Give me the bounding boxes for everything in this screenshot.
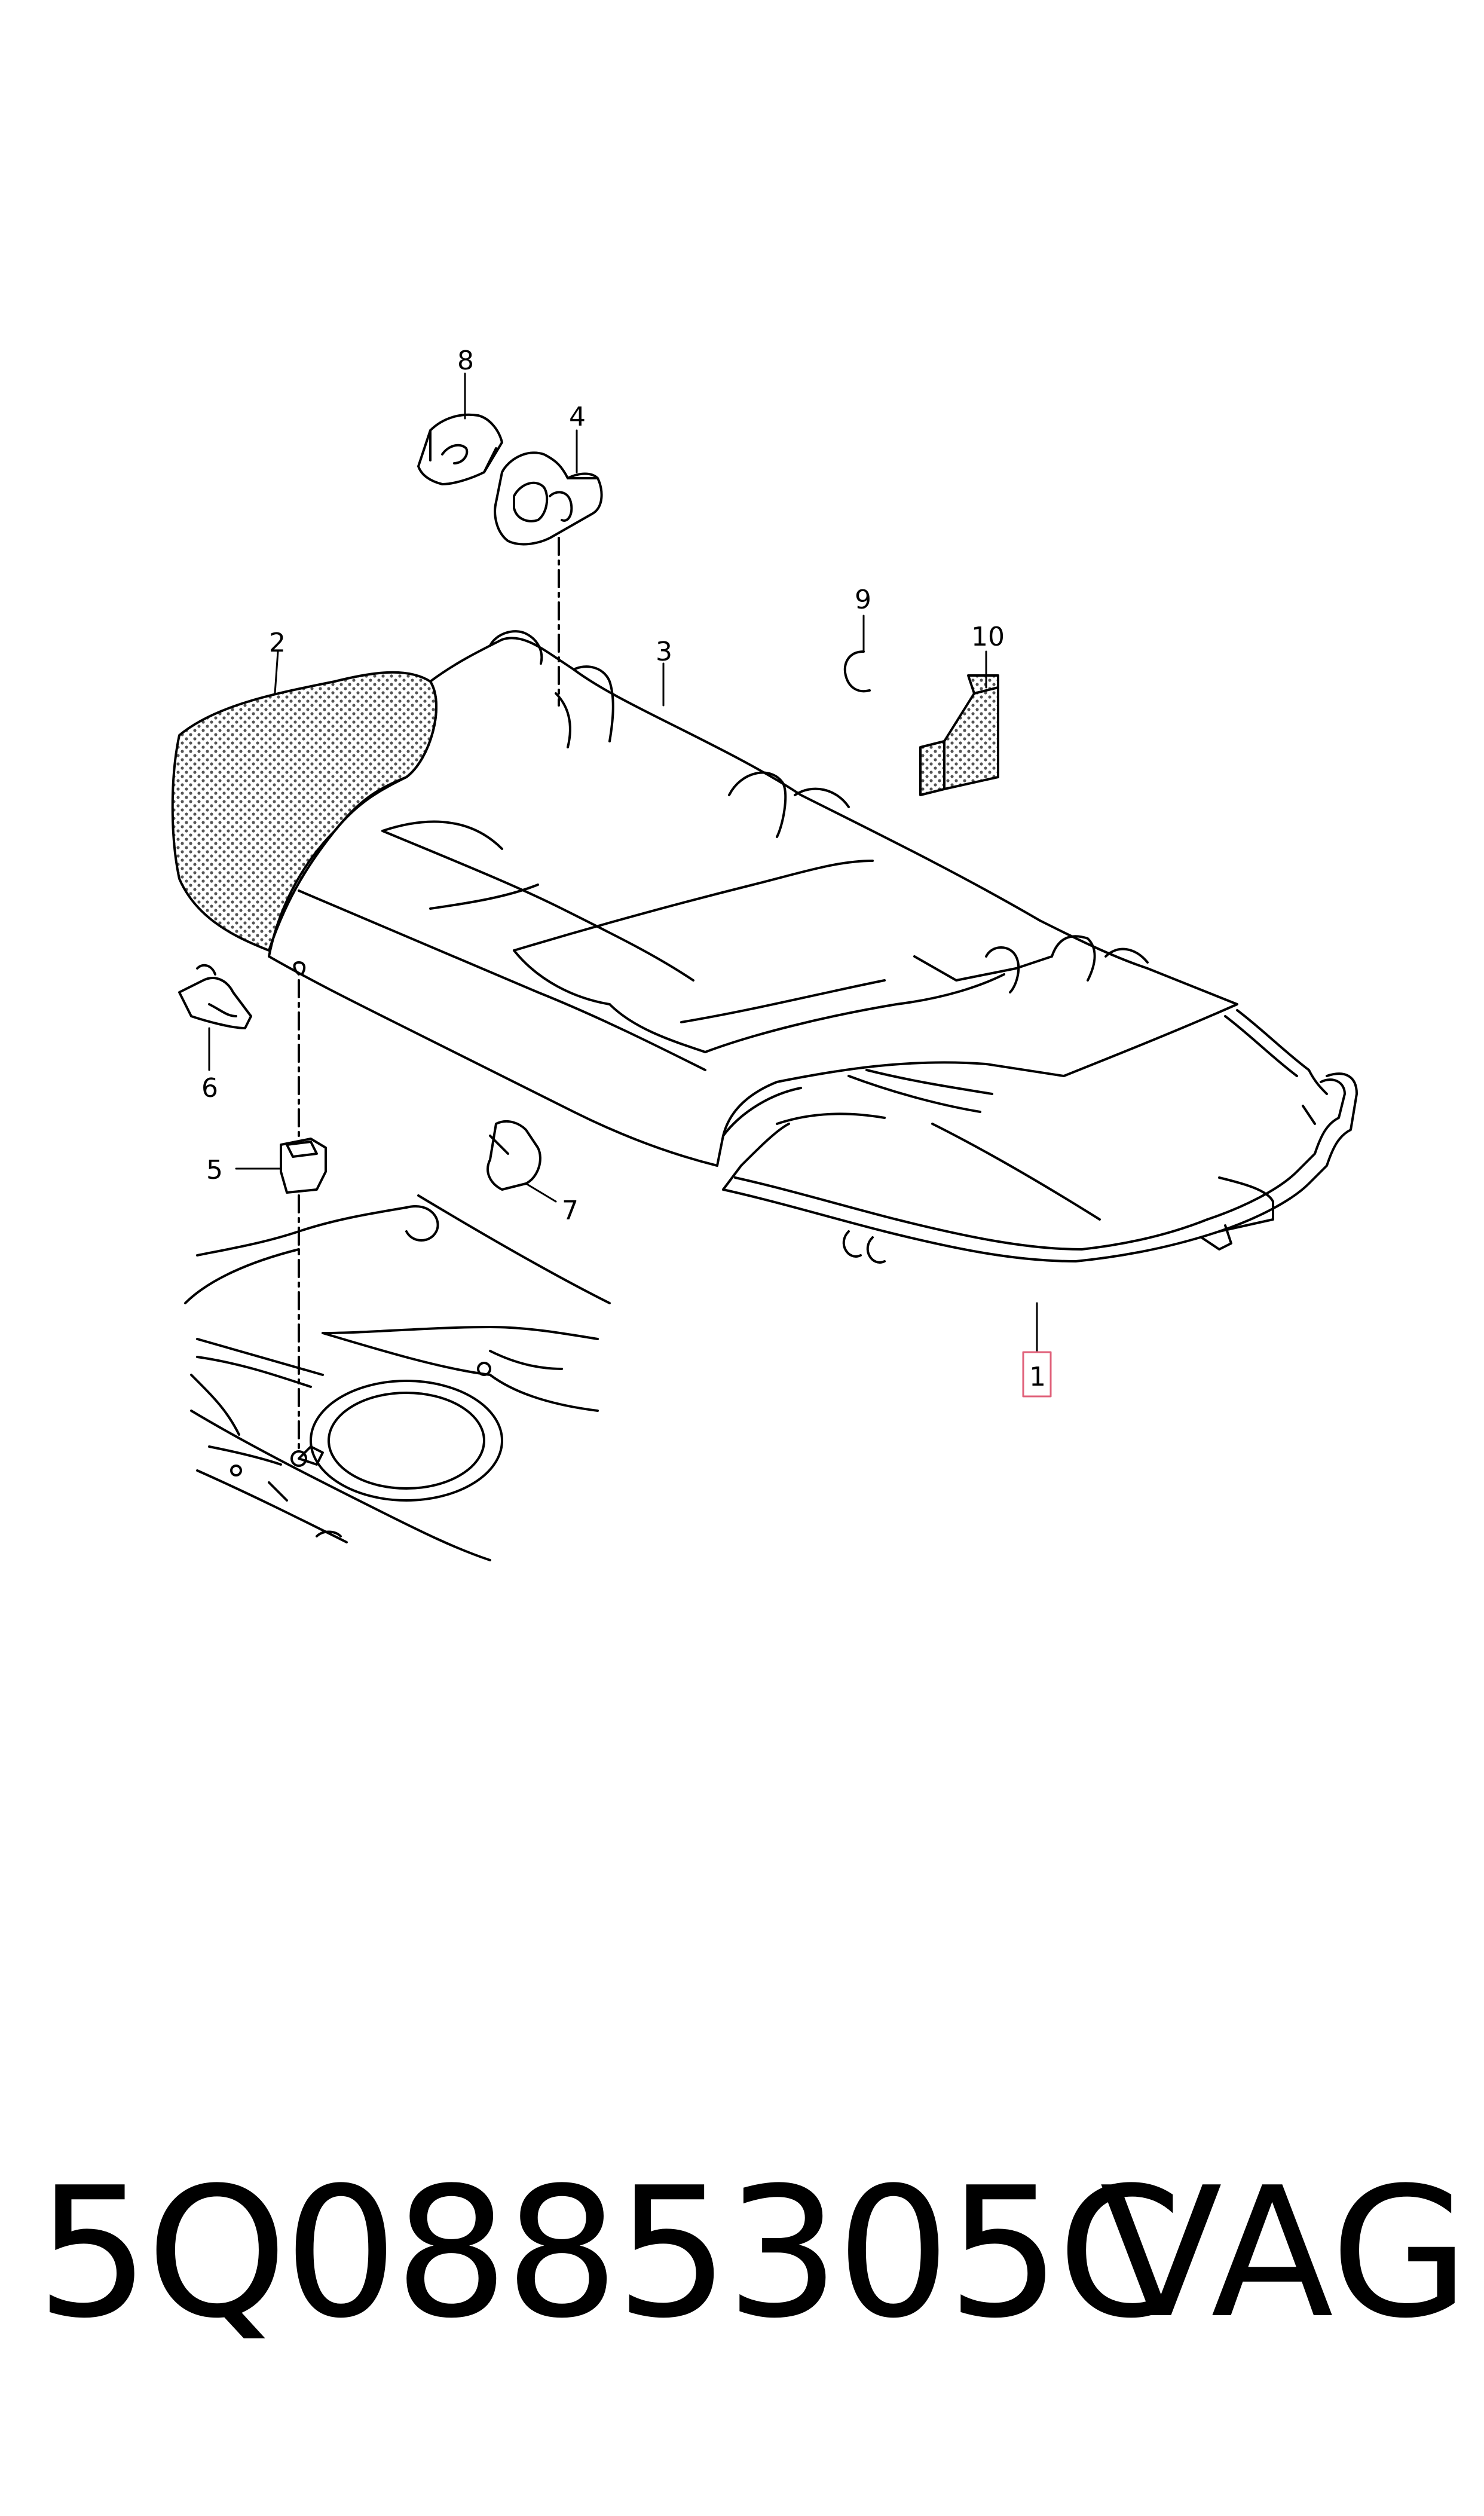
callout-9: 9 (855, 585, 871, 615)
part-3-seat-cushion (268, 637, 1238, 1167)
part-9-c-clip (843, 650, 871, 693)
callout-2: 2 (269, 628, 286, 658)
part-number: 5Q0885305C (36, 2149, 1183, 2358)
callout-10: 10 (971, 622, 1005, 652)
callout-8: 8 (457, 346, 474, 376)
vehicle-floor-panel (184, 1194, 611, 1561)
part-8-clip (417, 413, 503, 485)
callout-5: 5 (206, 1155, 223, 1185)
hook-under-cushion (293, 961, 306, 976)
callout-6: 6 (201, 1073, 218, 1103)
part-6-clip (178, 964, 252, 1029)
part-5-clip (280, 1138, 327, 1194)
callout-7: 7 (562, 1196, 579, 1226)
callout-4: 4 (569, 402, 586, 432)
seat-parts-diagram: 1 2 3 4 5 6 7 8 9 10 (171, 346, 1358, 1561)
callout-1-highlight-box (1022, 1351, 1052, 1398)
seat-top-bumps (489, 630, 1149, 993)
callout-1: 1 (1029, 1362, 1046, 1392)
part-1-wire-frame (722, 1009, 1358, 1264)
part-7-clip (486, 1120, 541, 1191)
footer: 5Q0885305C VAG (0, 2140, 1484, 2391)
callout-3: 3 (656, 637, 672, 667)
part-10-foam-wedge (919, 674, 999, 796)
callout-leaders (208, 372, 1038, 1352)
part-2-side-bolster (171, 671, 437, 952)
brand-label: VAG (1100, 2149, 1470, 2358)
part-4-guide-cover (494, 451, 603, 546)
